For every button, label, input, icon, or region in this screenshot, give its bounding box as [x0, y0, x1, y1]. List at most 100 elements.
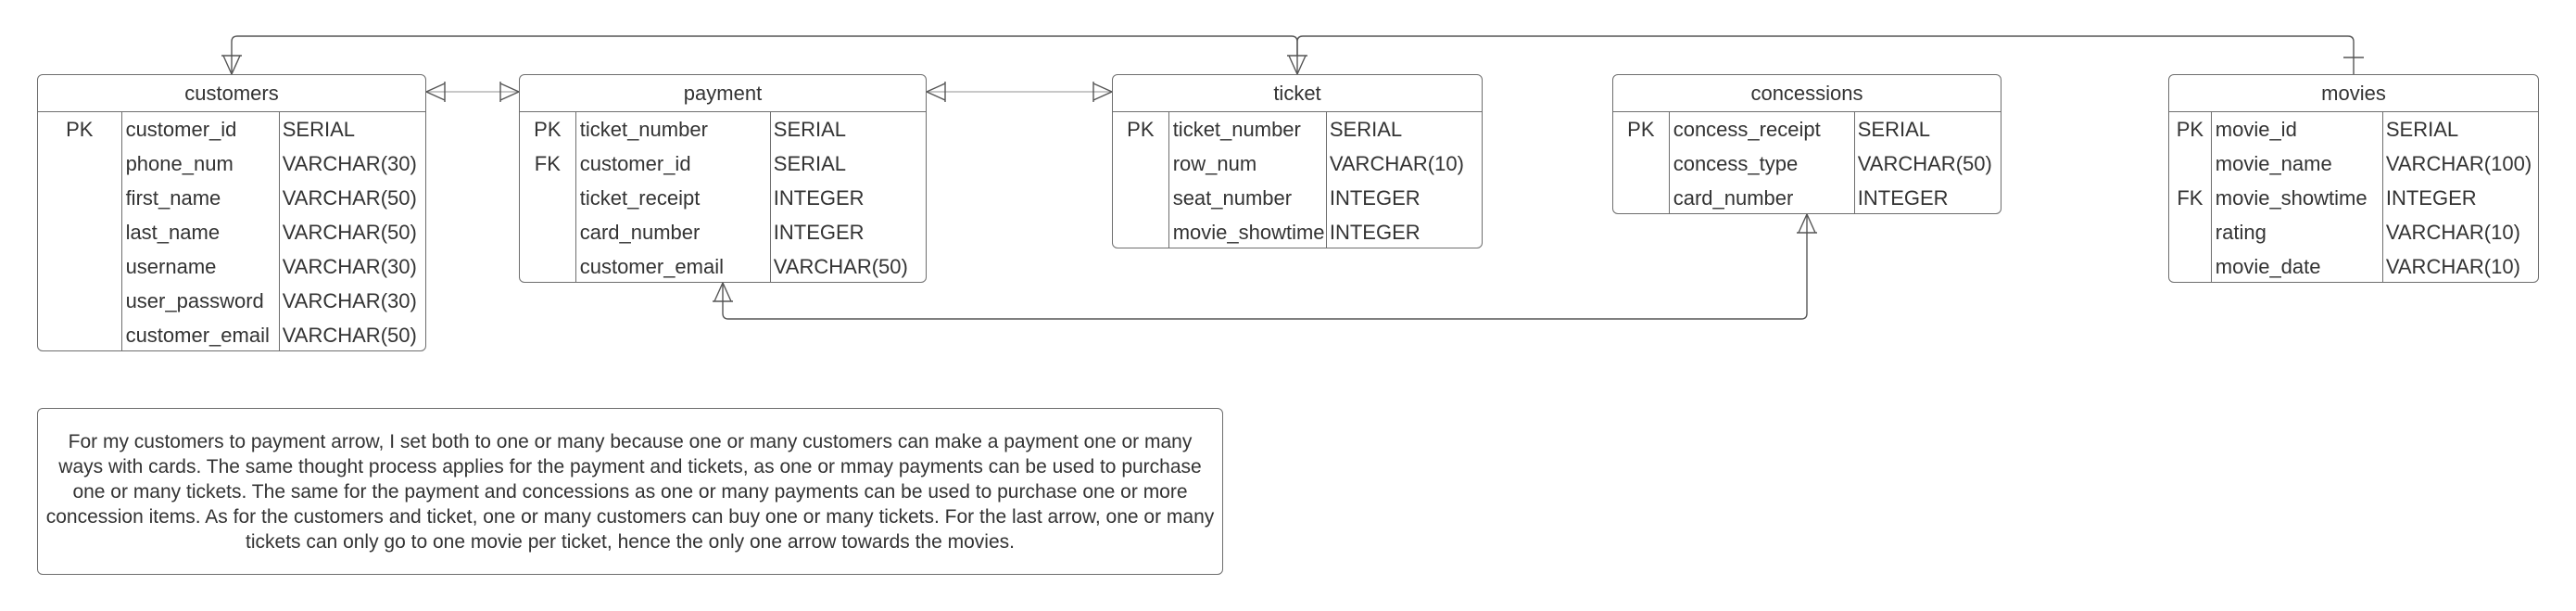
- entity-title: movies: [2169, 75, 2538, 112]
- key-cell: [520, 249, 575, 282]
- column-name: customer_id: [125, 118, 237, 141]
- key-cell: [1613, 181, 1669, 213]
- column-name: first_name: [125, 186, 221, 210]
- key-cell: PK: [66, 118, 94, 141]
- key-cell: [520, 181, 575, 215]
- relationship-customers-ticket[interactable]: [221, 35, 1307, 75]
- column-name: username: [125, 255, 217, 278]
- field-row: PK ticket_number SERIAL: [520, 112, 926, 146]
- column-name: ticket_number: [1172, 118, 1301, 141]
- column-type: VARCHAR(30): [282, 152, 417, 175]
- column-name: customer_email: [579, 255, 724, 278]
- relationship-customers-payment[interactable]: [425, 82, 520, 102]
- column-name: ticket_number: [579, 118, 708, 141]
- field-row: card_number INTEGER: [1613, 181, 2001, 213]
- key-cell: [2169, 215, 2211, 249]
- entity-fields: PK ticket_number SERIAL row_num VARCHAR(10)…: [1113, 112, 1482, 248]
- key-cell: [1113, 215, 1168, 248]
- key-cell: [38, 249, 121, 284]
- relationship-payment-concessions[interactable]: [713, 213, 1817, 320]
- column-type: VARCHAR(50): [282, 186, 417, 210]
- column-name: movie_showtime: [1172, 221, 1325, 244]
- column-type: INTEGER: [773, 186, 865, 210]
- column-type: SERIAL: [773, 152, 847, 175]
- field-row: FK movie_showtime INTEGER: [2169, 181, 2538, 215]
- column-type: INTEGER: [1329, 221, 1421, 244]
- note-text: For my customers to payment arrow, I set…: [45, 430, 1215, 553]
- column-type: SERIAL: [282, 118, 356, 141]
- field-row: PK ticket_number SERIAL: [1113, 112, 1482, 146]
- key-cell: PK: [534, 118, 562, 141]
- column-name: card_number: [1673, 186, 1794, 210]
- column-type: VARCHAR(50): [282, 324, 417, 347]
- column-name: rating: [2215, 221, 2267, 244]
- column-name: customer_email: [125, 324, 270, 347]
- explanation-note[interactable]: For my customers to payment arrow, I set…: [37, 408, 1223, 575]
- key-cell: [520, 215, 575, 249]
- column-name: user_password: [125, 289, 264, 312]
- key-cell: [38, 318, 121, 350]
- column-name: row_num: [1172, 152, 1257, 175]
- key-cell: [1113, 146, 1168, 181]
- key-cell: PK: [1127, 118, 1155, 141]
- column-name: movie_date: [2215, 255, 2321, 278]
- column-type: VARCHAR(10): [1329, 152, 1464, 175]
- key-cell: PK: [1627, 118, 1655, 141]
- key-cell: [38, 215, 121, 249]
- column-name: last_name: [125, 221, 221, 244]
- entity-title: concessions: [1613, 75, 2001, 112]
- key-cell: FK: [2177, 186, 2203, 210]
- field-row: row_num VARCHAR(10): [1113, 146, 1482, 181]
- column-type: VARCHAR(10): [2385, 255, 2520, 278]
- column-type: INTEGER: [1857, 186, 1949, 210]
- column-name: concess_receipt: [1673, 118, 1821, 141]
- field-row: rating VARCHAR(10): [2169, 215, 2538, 249]
- column-type: SERIAL: [1329, 118, 1403, 141]
- key-cell: [38, 181, 121, 215]
- column-name: concess_type: [1673, 152, 1799, 175]
- key-cell: [1113, 181, 1168, 215]
- field-row: movie_name VARCHAR(100): [2169, 146, 2538, 181]
- key-cell: FK: [534, 152, 561, 175]
- field-row: card_number INTEGER: [520, 215, 926, 249]
- column-name: movie_name: [2215, 152, 2332, 175]
- column-type: SERIAL: [2385, 118, 2459, 141]
- entity-ticket[interactable]: ticket PK ticket_number SERIAL row_num VARC…: [1112, 74, 1483, 248]
- column-name: movie_id: [2215, 118, 2297, 141]
- field-row: PK movie_id SERIAL: [2169, 112, 2538, 146]
- column-name: movie_showtime: [2215, 186, 2368, 210]
- field-row: FK customer_id SERIAL: [520, 146, 926, 181]
- field-row: user_password VARCHAR(30): [38, 284, 425, 318]
- key-cell: [1613, 146, 1669, 181]
- column-type: INTEGER: [773, 221, 865, 244]
- column-type: SERIAL: [773, 118, 847, 141]
- column-type: INTEGER: [2385, 186, 2477, 210]
- key-cell: PK: [2176, 118, 2204, 141]
- column-type: VARCHAR(100): [2385, 152, 2532, 175]
- field-row: first_name VARCHAR(50): [38, 181, 425, 215]
- column-name: phone_num: [125, 152, 234, 175]
- entity-title: payment: [520, 75, 926, 112]
- column-type: VARCHAR(10): [2385, 221, 2520, 244]
- relationship-payment-ticket[interactable]: [926, 82, 1113, 102]
- relationship-ticket-movies[interactable]: [1296, 35, 2364, 74]
- field-row: phone_num VARCHAR(30): [38, 146, 425, 181]
- column-name: customer_id: [579, 152, 691, 175]
- column-type: VARCHAR(30): [282, 289, 417, 312]
- entity-title: ticket: [1113, 75, 1482, 112]
- column-name: card_number: [579, 221, 701, 244]
